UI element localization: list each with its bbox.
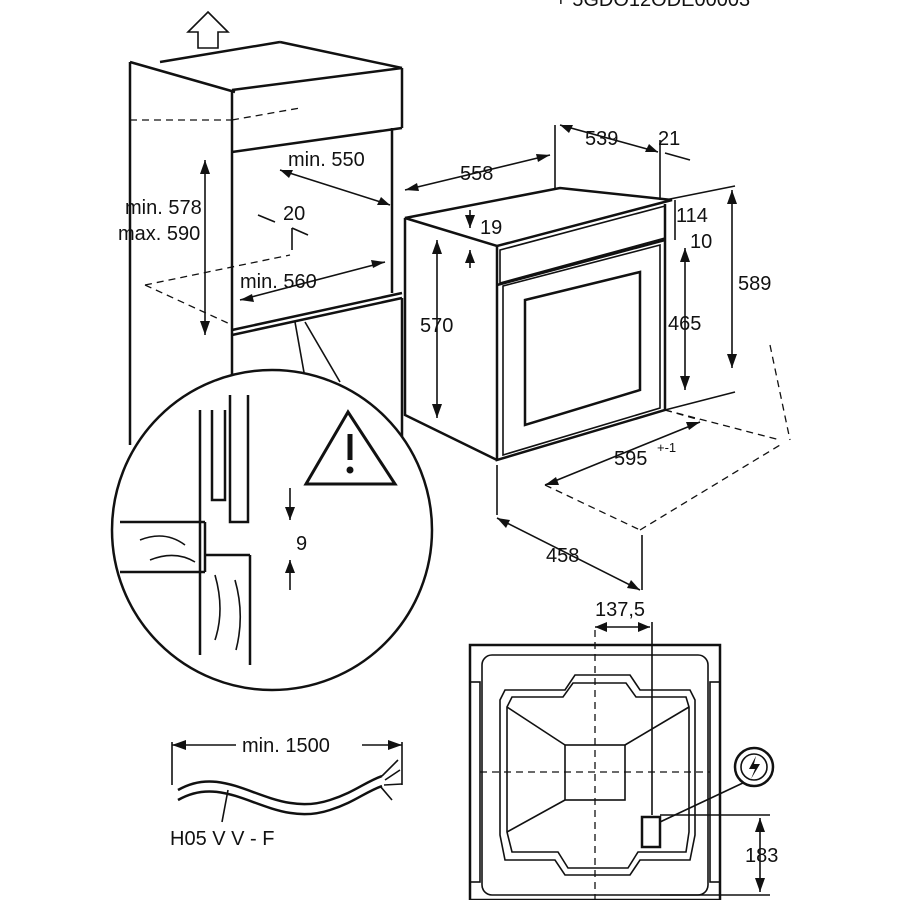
power-cable (171, 740, 403, 823)
oven-depth-total: 458 (546, 545, 579, 567)
niche-depth: min. 560 (240, 271, 317, 293)
up-arrow-icon (186, 10, 230, 49)
header-code: + 5GDO12ODE00003 (555, 0, 750, 11)
oven-body-height: 570 (420, 315, 453, 337)
oven-front-offset: 114 (676, 205, 708, 227)
niche-gap: 20 (283, 203, 305, 225)
warning-triangle-icon (303, 409, 398, 486)
oven-depth-body: 539 (585, 128, 618, 150)
detail-circle (110, 368, 434, 692)
rear-offset-x: 137,5 (595, 599, 645, 621)
niche-width: min. 550 (288, 149, 365, 171)
rear-offset-y: 183 (745, 845, 778, 867)
oven-total-height: 589 (738, 273, 771, 295)
oven-small-offset: 10 (690, 231, 712, 253)
cable-length: min. 1500 (242, 735, 330, 757)
oven-panel: 21 (658, 128, 680, 150)
niche-height-min: min. 578 (125, 197, 202, 219)
rear-view (468, 622, 770, 902)
oven-front-width-tolerance: +-1 (657, 440, 676, 455)
oven-dims (404, 124, 737, 591)
oven-door-height: 465 (668, 313, 701, 335)
niche-dims (200, 160, 391, 335)
niche-height-max: max. 590 (118, 223, 200, 245)
cabinet-niche (128, 40, 404, 445)
cable-type: H05 V V - F (170, 828, 274, 850)
oven-top-offset: 19 (480, 217, 502, 239)
electric-connection-icon (733, 746, 775, 788)
detail-clearance: 9 (296, 533, 307, 555)
oven-width-top: 558 (460, 163, 493, 185)
oven-body (403, 125, 791, 590)
oven-front-width: 595 (614, 448, 647, 470)
